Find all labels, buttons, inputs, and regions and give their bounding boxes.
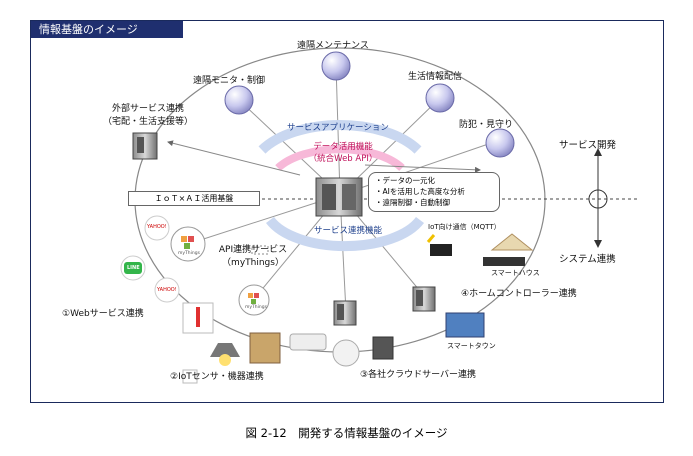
axis-up-arrow: [594, 148, 602, 156]
label-life-info: 生活情報配信: [408, 72, 463, 82]
feature-item: ・遠隔制御・自動制御: [375, 198, 450, 207]
label-remote-monitor: 遠隔モニタ・制御: [193, 76, 266, 86]
service-link-arc: [265, 216, 425, 252]
label-service-app: サービスアプリケーション: [287, 123, 389, 133]
feature-list: ・データの一元化 ・AIを活用した高度な分析 ・遠隔制御・自動制御: [368, 172, 500, 212]
api-dashed-box: [251, 245, 269, 255]
label-web-link: ①Webサービス連携: [62, 309, 144, 319]
house-icon: [490, 233, 534, 251]
yahoo-text-1: YAHOO!: [147, 224, 167, 230]
mythings-hub-bottom: [238, 284, 270, 316]
remote-monitor-sphere: [224, 85, 254, 115]
life-info-sphere: [425, 83, 455, 113]
small-frame-box: [182, 369, 198, 384]
lamp-icon: [210, 343, 240, 357]
label-smart-house: スマートハウス: [491, 269, 540, 277]
yahoo-logo-1: [144, 215, 170, 241]
thermometer-icon: [196, 307, 200, 327]
label-security: 防犯・見守り: [459, 120, 514, 130]
security-arrow: [364, 164, 481, 173]
label-api-service: API連携サービス （myThings）: [218, 245, 288, 268]
data-api-arc: [275, 145, 405, 171]
yahoo-logo-2: [154, 277, 180, 303]
label-service-link: サービス連携機能: [314, 226, 383, 236]
mythings-text-1: myThings: [178, 251, 200, 256]
external-server-icon: [132, 132, 158, 160]
mythings-hub-top: [170, 226, 206, 262]
yahoo-text-2: YAHOO!: [157, 287, 177, 293]
feature-item: ・データの一元化: [375, 176, 435, 185]
label-service-dev: サービス開発: [559, 140, 617, 151]
home-server-icon: [412, 286, 436, 312]
line-logo: [124, 262, 142, 274]
smart-town-icon: [445, 312, 485, 338]
remote-maintenance-sphere: [321, 51, 351, 81]
label-remote-maintenance: 遠隔メンテナンス: [297, 41, 369, 51]
label-system-link: システム連携: [559, 254, 616, 265]
security-sphere: [485, 128, 515, 158]
rice-cooker-icon: [332, 339, 360, 367]
cloud-server-icon: [333, 300, 357, 326]
label-smart-town: スマートタウン: [447, 342, 496, 350]
external-arrow: [167, 140, 301, 176]
label-iot-device-link: ②IoTセンサ・機器連携: [170, 372, 264, 382]
robot-icon: [249, 332, 281, 364]
feature-item: ・AIを活用した高度な分析: [375, 187, 465, 196]
figure-caption: 図 2-12 開発する情報基盤のイメージ: [245, 426, 448, 440]
service-app-arc: [258, 119, 422, 154]
iot-ai-platform-box: ＩｏＴ×ＡＩ活用基盤: [128, 191, 260, 206]
air-conditioner-icon: [289, 333, 327, 351]
power-meter-icon: [372, 336, 394, 360]
home-controller-icon: [483, 257, 525, 266]
central-server-icon: [315, 177, 363, 217]
label-home-link: ④ホームコントローラー連携: [461, 289, 577, 299]
lamp-bulb-icon: [219, 354, 231, 366]
iot-gateway-icon: [430, 244, 452, 256]
axis-down-arrow: [594, 240, 602, 248]
label-external-service: 外部サービス連携 （宅配・生活支援等）: [102, 104, 193, 127]
signal-bolt-icon: [426, 234, 436, 243]
line-text: LINE: [127, 265, 140, 271]
label-cloud-link: ③各社クラウドサーバー連携: [360, 370, 476, 380]
diagram-title: 情報基盤のイメージ: [31, 21, 183, 38]
label-iot-link: IoT向け通信（MQTT）: [428, 223, 501, 231]
mythings-text-2: myThings: [245, 305, 267, 310]
label-data-api: データ活用機能 （統合Web API）: [308, 142, 378, 164]
